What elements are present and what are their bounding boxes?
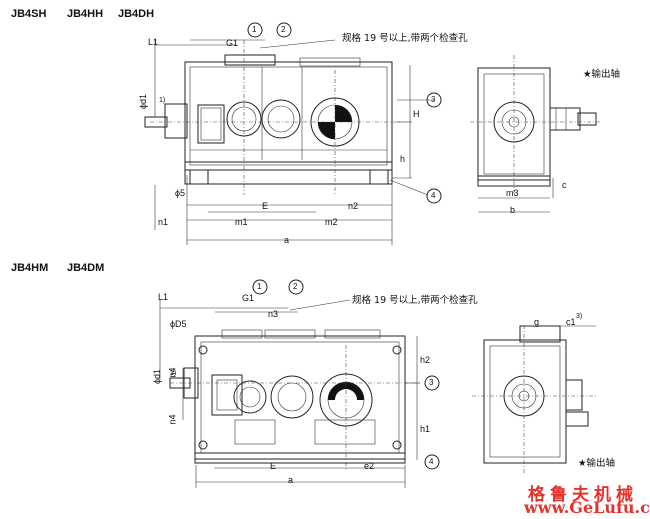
model-jb4hm: JB4HM (11, 262, 49, 274)
model-jb4dh: JB4DH (118, 8, 155, 20)
bottom-inspection-note: 规格 19 号以上,带两个检查孔 (352, 295, 478, 306)
dim-c-top: c (562, 180, 567, 190)
model-jb4hh: JB4HH (67, 8, 104, 20)
callout-1-top: 1 (252, 25, 257, 34)
dim-a-top: a (284, 235, 290, 245)
top-inspection-note: 规格 19 号以上,带两个检查孔 (342, 33, 468, 44)
callout-2-bottom: 2 (293, 282, 298, 291)
bottom-front-view (159, 299, 420, 488)
dim-m2-top: m2 (325, 217, 338, 227)
callout-3-bottom: 3 (429, 378, 434, 387)
callout-3-top: 3 (431, 95, 436, 104)
dim-b-top: b (510, 205, 516, 215)
callout-2-top: 2 (281, 25, 286, 34)
dim-d1-note-top: 1) (159, 97, 166, 104)
dim-d1-top: ϕd1 (138, 93, 149, 110)
watermark-url: www.GeLufu.com (524, 498, 650, 517)
dim-c1-note-bottom: 3) (576, 313, 583, 320)
bottom-output-shaft-label: ★输出轴 (578, 458, 616, 469)
dim-n4-lower-bottom: n4 (167, 414, 178, 425)
top-side-view (470, 55, 600, 213)
dim-n2-top: n2 (348, 201, 359, 211)
callout-4-bottom: 4 (429, 457, 434, 466)
callout-1-bottom: 1 (257, 282, 262, 291)
dim-c1-bottom: c1 (566, 317, 576, 327)
dim-d1-note-bottom: 1) (170, 370, 177, 377)
dim-d5-bottom: ϕD5 (170, 319, 187, 329)
top-front-view (144, 39, 435, 245)
dim-h1-bottom: h1 (420, 424, 431, 434)
dim-d1-bottom: ϕd1 (152, 368, 163, 385)
dim-d5-top: ϕ5 (175, 188, 186, 198)
dim-h-upper-top: H (413, 109, 420, 119)
dim-g1-bottom: G1 (242, 293, 255, 303)
model-jb4dm: JB4DM (67, 262, 105, 274)
dim-e-top: E (262, 201, 269, 211)
dim-e-bottom: E (270, 461, 277, 471)
dim-l1-bottom: L1 (158, 292, 169, 302)
dim-l1-top: L1 (148, 37, 159, 47)
model-jb4sh: JB4SH (11, 8, 47, 20)
callout-circles (247, 22, 442, 470)
dim-h2-bottom: h2 (420, 355, 431, 365)
dim-h-lower-top: h (400, 154, 406, 164)
top-output-shaft-label: ★输出轴 (583, 69, 621, 80)
dim-a-bottom: a (288, 475, 294, 485)
callout-4-top: 4 (431, 191, 436, 200)
watermark-chinese: 格鲁夫机械 (528, 485, 638, 505)
dim-m3-top: m3 (506, 188, 519, 198)
dim-g-bottom: g (534, 317, 540, 327)
dim-n3-bottom: n3 (268, 309, 279, 319)
dim-n1-top: n1 (158, 217, 169, 227)
dim-m1-top: m1 (235, 217, 248, 227)
dim-e2-bottom: e2 (364, 461, 375, 471)
bottom-side-view (472, 325, 596, 475)
dim-n4-upper-bottom: n4 (167, 367, 178, 378)
dim-g1-top: G1 (226, 38, 239, 48)
